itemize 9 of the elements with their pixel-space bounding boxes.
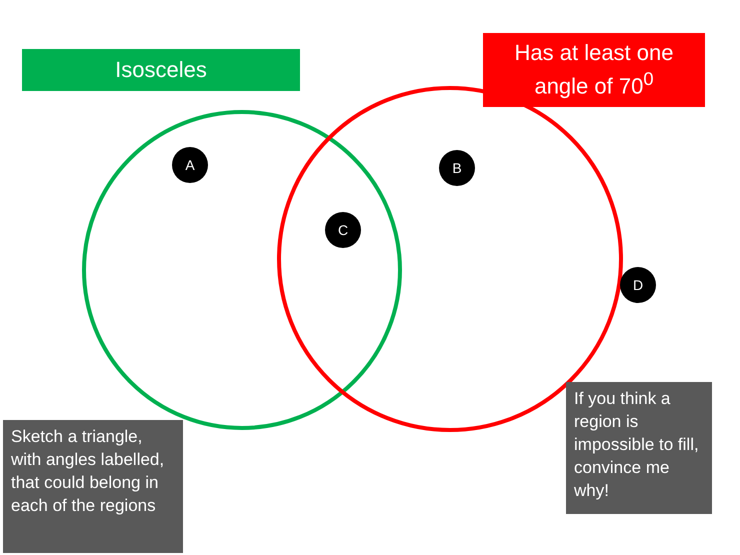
set-heading: Has at least one angle of 70$^{0}$	[483, 33, 705, 107]
region-marker: A	[172, 147, 208, 183]
region-marker: D	[620, 267, 656, 303]
set-heading: Isosceles	[22, 49, 300, 91]
region-marker: B	[439, 150, 475, 186]
set-circle	[82, 110, 402, 430]
region-marker: C	[325, 212, 361, 248]
note-box: If you think a region is impossible to fill, convince me why!	[566, 382, 712, 514]
note-box: Sketch a triangle, with angles labelled, that could belong in each of the regions	[3, 420, 183, 553]
